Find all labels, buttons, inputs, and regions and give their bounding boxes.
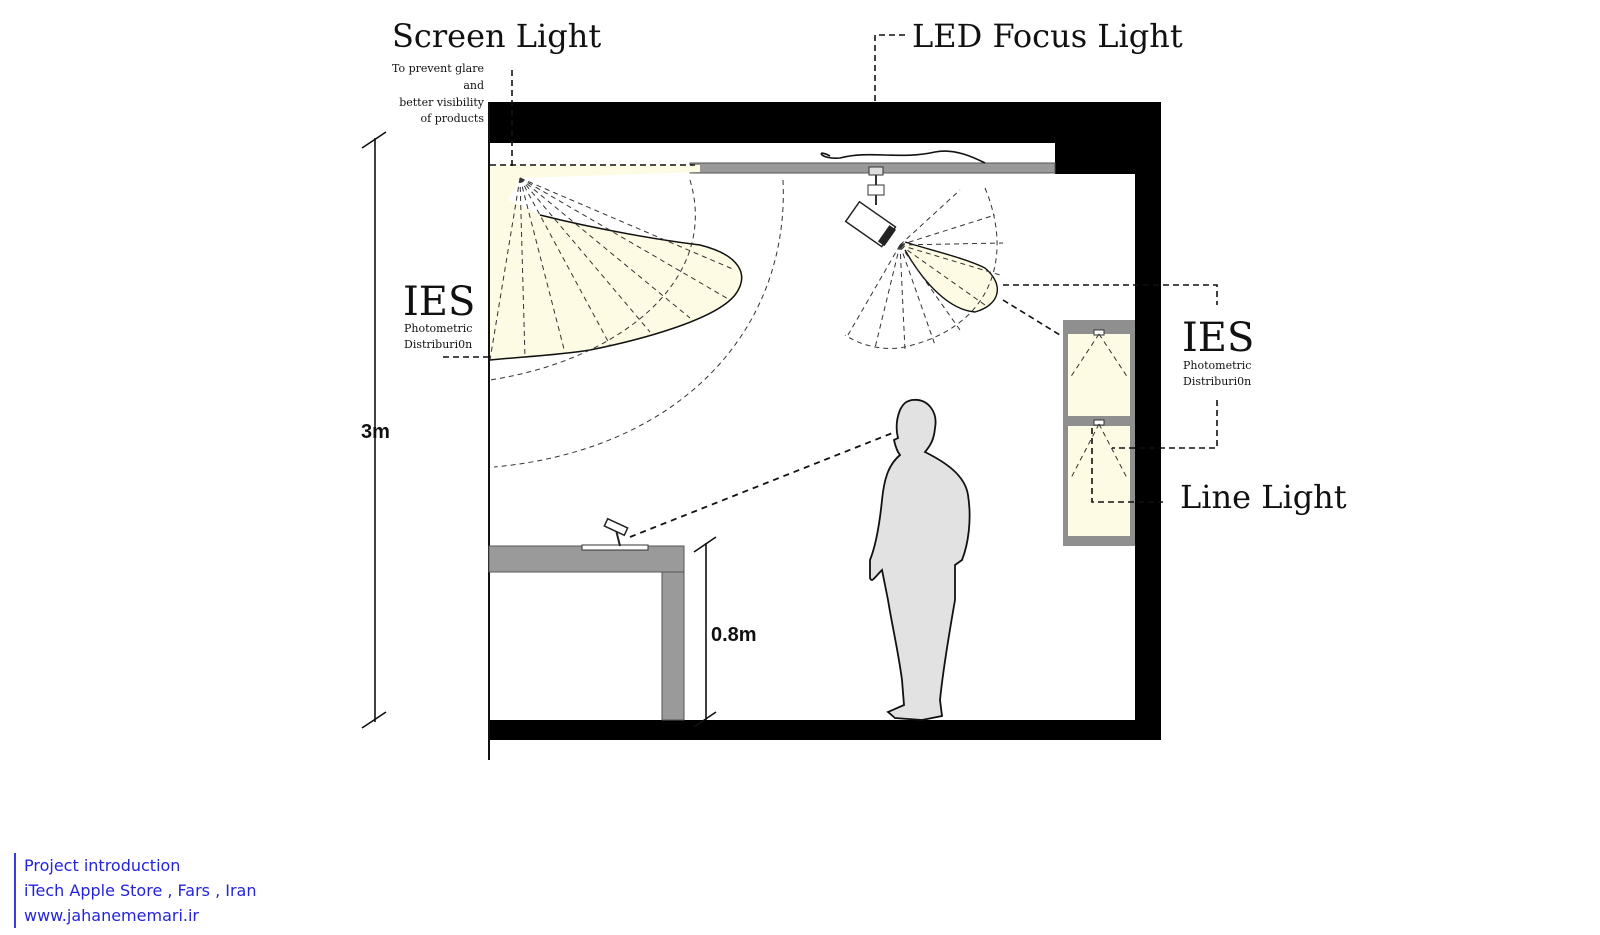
footer-credits: Project introduction iTech Apple Store ,… xyxy=(14,853,257,928)
ies-right-sub-1: Photometric xyxy=(1183,359,1251,372)
display-box-top xyxy=(1063,320,1135,420)
led-to-box-leader xyxy=(1002,299,1061,336)
line-light-title: Line Light xyxy=(1180,478,1347,516)
svg-text:better visibility: better visibility xyxy=(399,96,485,109)
ies-right-title: IES xyxy=(1182,315,1254,361)
led-focus-leader xyxy=(874,34,905,102)
ies-left-sub-2: Distriburi0n xyxy=(404,338,472,351)
dimension-3m xyxy=(361,131,387,729)
screen-light-arc-inner xyxy=(489,179,696,381)
dimension-0.8m xyxy=(693,536,717,728)
ceiling-slab xyxy=(488,102,1161,143)
led-light-rays xyxy=(847,189,1004,351)
person-silhouette xyxy=(869,399,971,721)
ies-right-sub-2: Distriburi0n xyxy=(1183,375,1251,388)
footer-line-project: Project introduction xyxy=(24,856,181,875)
ies-left-sub-1: Photometric xyxy=(404,322,472,335)
screen-light-note: To prevent glare and better visibility o… xyxy=(392,62,485,125)
screen-light-rays xyxy=(489,177,736,361)
screen-light-arc-outer xyxy=(493,179,784,468)
ies-right-leader-top xyxy=(1003,284,1218,305)
sight-line xyxy=(629,431,896,538)
screen-light-outline xyxy=(489,214,743,361)
led-focus-fixture xyxy=(844,166,897,248)
ies-left-title: IES xyxy=(403,279,475,325)
height-table-label: 0.8m xyxy=(711,624,757,646)
floor-slab xyxy=(488,720,1161,740)
svg-text:To prevent glare: To prevent glare xyxy=(392,62,484,75)
screen-light-distribution xyxy=(490,165,742,360)
svg-text:of products: of products xyxy=(421,112,485,125)
right-wall xyxy=(1135,102,1161,740)
device-stand-icon xyxy=(603,517,629,547)
footer-line-website: www.jahanememari.ir xyxy=(24,906,200,925)
led-light-outline xyxy=(904,241,998,313)
device-tray xyxy=(581,544,649,551)
ies-right-leader-bottom xyxy=(1112,400,1218,449)
led-focus-light-title: LED Focus Light xyxy=(912,17,1183,55)
line-light-leader xyxy=(1091,428,1163,503)
screen-light-title: Screen Light xyxy=(392,17,601,55)
table-leg xyxy=(661,571,685,721)
display-box-bottom xyxy=(1063,418,1135,546)
svg-text:and: and xyxy=(463,79,484,92)
height-total-label: 3m xyxy=(361,421,390,443)
power-cable xyxy=(820,150,986,164)
led-light-arc xyxy=(844,187,998,349)
footer-line-store: iTech Apple Store , Fars , Iran xyxy=(24,881,257,900)
led-light-distribution xyxy=(905,242,998,312)
